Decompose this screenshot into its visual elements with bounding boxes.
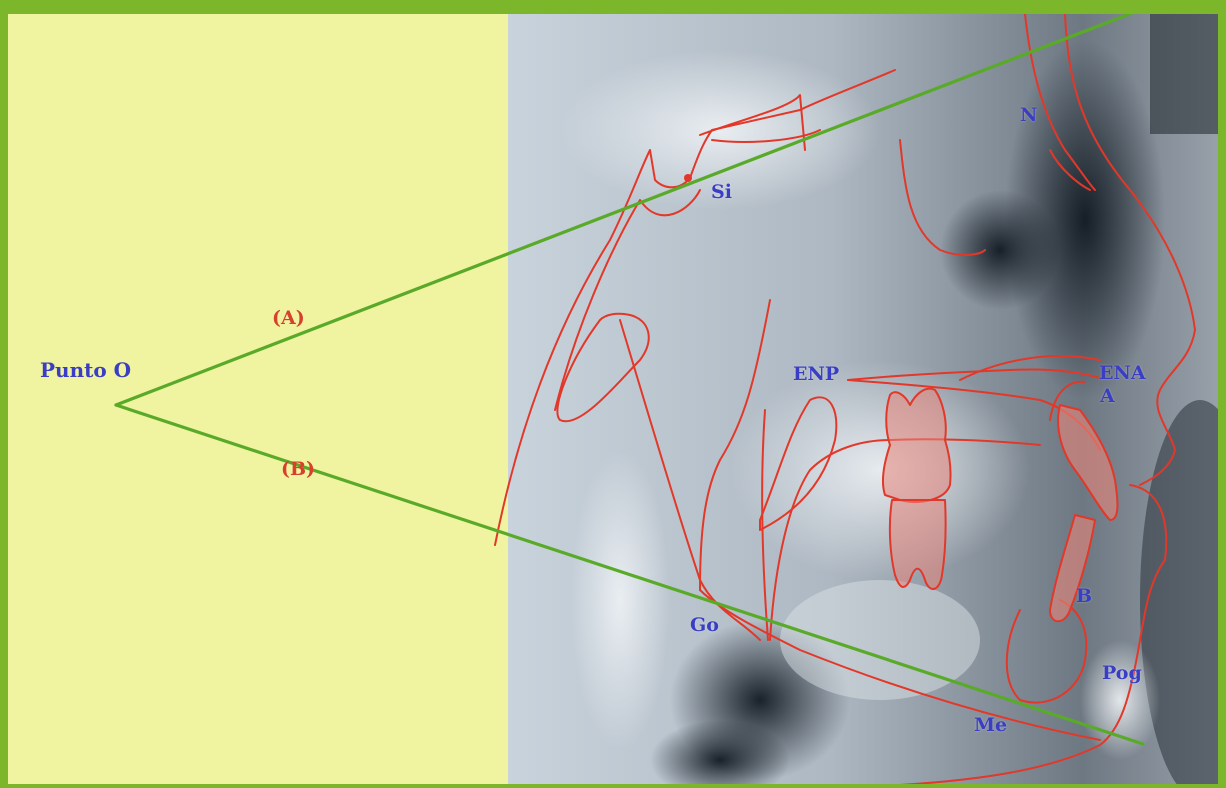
label-b: B <box>1076 587 1092 606</box>
label-si: Si <box>711 183 732 202</box>
label-line-b: (B) <box>281 460 315 479</box>
label-go: Go <box>690 616 719 635</box>
label-line-a: (A) <box>272 309 305 328</box>
label-punto-o: Punto O <box>40 360 131 380</box>
label-me: Me <box>974 716 1007 735</box>
label-enp: ENP <box>793 365 839 384</box>
label-pog: Pog <box>1102 664 1142 683</box>
si-point-marker <box>684 174 692 182</box>
label-n: N <box>1020 106 1037 125</box>
label-ena: ENA <box>1099 364 1146 383</box>
label-a: A <box>1100 387 1115 406</box>
left-panel <box>8 14 508 788</box>
